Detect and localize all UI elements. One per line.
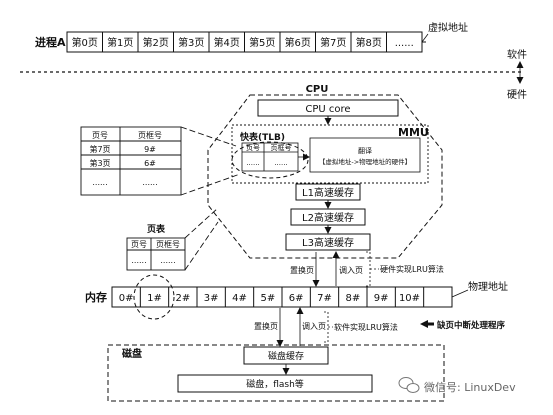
sw-lru-label: 软件实现LRU算法 — [334, 322, 398, 332]
software-label: 软件 — [507, 48, 527, 61]
virtual-page-row: 第0页第1页第2页第3页第4页第5页第6页第7页第8页...... — [66, 31, 423, 53]
tlb-table: 页号 页框号 ...... ...... — [241, 142, 299, 172]
memory-frame-cell: 8# — [345, 293, 360, 304]
tlb-zoom-line-bottom — [180, 173, 241, 196]
cache-level-label: L2高速缓存 — [302, 211, 354, 224]
virtual-address-pointer — [421, 33, 429, 43]
virtual-address-label: 虚拟地址 — [428, 21, 468, 34]
virtual-page-cell: 第6页 — [285, 36, 311, 49]
big-table-row1-page: 第7页 — [89, 144, 110, 154]
small-page-table-title: 页表 — [147, 223, 166, 235]
physical-address-label: 物理地址 — [468, 280, 508, 293]
sw-swap-out-label: 置换页 — [254, 321, 278, 331]
mmu-box — [231, 124, 429, 184]
small-table-header-page: 页号 — [131, 240, 147, 249]
virtual-page-cell: 第3页 — [178, 36, 204, 49]
virtual-page-cell: 第1页 — [107, 36, 133, 49]
memory-frame-cell: 0# — [119, 293, 134, 304]
disk-label: 磁盘 — [122, 347, 142, 360]
physical-address-arrow — [451, 289, 469, 298]
cache-level-label: L3高速缓存 — [302, 236, 354, 249]
disk-cache-label: 磁盘缓存 — [268, 350, 304, 362]
small-table-cell-page: ...... — [131, 256, 146, 265]
big-table-row3-frame: ...... — [142, 178, 157, 187]
cache-hierarchy: L1高速缓存 L2高速缓存 L3高速缓存 — [285, 183, 371, 251]
tlb-title: 快表(TLB) — [240, 131, 285, 143]
big-table-row2-frame: 6# — [144, 159, 156, 168]
tlb-cell-frame: ...... — [274, 159, 287, 167]
virtual-page-cell: 第5页 — [249, 36, 275, 49]
page-fault-arrow-icon — [420, 320, 434, 328]
translate-box — [309, 137, 421, 173]
memory-label: 内存 — [85, 290, 107, 304]
memory-highlight-ellipse — [133, 274, 175, 320]
watermark-text: 微信号: LinuxDev — [424, 380, 516, 394]
page-fault-label: 缺页中断处理程序 — [436, 320, 506, 331]
disk-region — [107, 344, 445, 402]
page-table-small: 页号 页框号 ...... ...... — [126, 237, 186, 271]
big-table-row1-frame: 9# — [144, 145, 156, 154]
disk-storage-box — [177, 374, 373, 393]
translate-title: 翻译 — [358, 146, 372, 155]
virtual-page-cell: ...... — [395, 38, 414, 49]
disk-storage-label: 磁盘，flash等 — [246, 378, 304, 390]
big-table-header-frame: 页框号 — [138, 130, 162, 140]
sw-lru-bracket — [324, 311, 329, 343]
cpu-title: CPU — [306, 84, 329, 95]
hw-swap-in-label: 调入页 — [339, 266, 363, 275]
memory-frame-cell: 7# — [317, 293, 332, 304]
small-table-cell-frame: ...... — [160, 256, 175, 265]
virtual-page-cell: 第2页 — [143, 36, 169, 49]
process-label: 进程A — [35, 35, 66, 49]
hardware-label: 硬件 — [507, 89, 527, 101]
memory-frame-cell: 9# — [374, 293, 389, 304]
tlb-zoom-line-top — [180, 126, 237, 147]
memory-frame-cell: 3# — [204, 293, 219, 304]
virtual-page-cell: 第8页 — [356, 36, 382, 49]
big-table-row2-page: 第3页 — [89, 158, 110, 168]
memory-frame-cell: 1# — [147, 293, 162, 304]
memory-frame-row: 0# 1# 2# 3# 4# 5# 6# 7# 8# 9# 10# — [111, 286, 453, 308]
cache-level-label: L1高速缓存 — [302, 186, 354, 199]
cpu-octagon — [207, 94, 443, 259]
cpu-core-label: CPU core — [305, 104, 350, 115]
wechat-logo-icon — [398, 377, 420, 393]
hw-lru-label: 硬件实现LRU算法 — [380, 264, 444, 274]
mmu-label: MMU — [398, 126, 429, 139]
sw-swap-in-label: 调入页 — [302, 322, 326, 331]
virtual-page-cell: 第0页 — [72, 36, 98, 49]
cache-level-box — [285, 233, 371, 251]
hw-lru-bracket — [366, 251, 371, 287]
tlb-header-frame: 页框号 — [271, 143, 292, 152]
tlb-header-page: 页号 — [246, 144, 260, 152]
translate-desc: 【虚拟地址->物理地址的硬件】 — [319, 157, 411, 166]
memory-frame-cell: 4# — [232, 293, 247, 304]
big-table-header-page: 页号 — [92, 131, 108, 140]
page-table-large: 页号 页框号 第7页 9# 第3页 6# ...... ...... — [80, 126, 182, 196]
memory-frame-cell: 5# — [260, 293, 275, 304]
memory-frame-cell: 2# — [175, 293, 190, 304]
hw-swap-out-label: 置换页 — [290, 265, 314, 275]
small-table-header-frame: 页框号 — [156, 239, 180, 249]
virtual-page-cell: 第7页 — [320, 36, 346, 49]
virtual-page-cell: 第4页 — [214, 36, 240, 49]
big-table-row3-page: ...... — [92, 178, 107, 187]
memory-frame-cell: 10# — [399, 293, 420, 304]
small-table-zoom-line-top — [184, 207, 219, 239]
tlb-cell-page: ...... — [246, 159, 259, 167]
small-table-zoom-line-bottom — [184, 221, 219, 271]
memory-frame-cell: 6# — [289, 293, 304, 304]
